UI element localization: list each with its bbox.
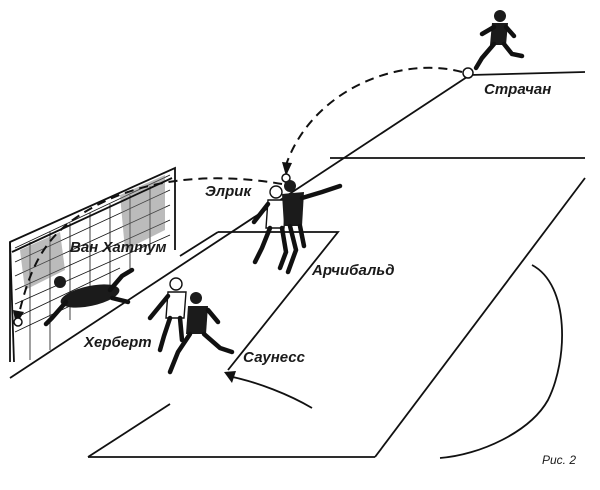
player-archibald xyxy=(282,180,343,275)
label-strachan: Страчан xyxy=(484,81,551,98)
goal-area-side xyxy=(179,231,219,257)
player-van-hattum xyxy=(43,267,135,327)
ball-corner xyxy=(462,67,474,79)
label-van-hattum: Ван Хаттум xyxy=(70,239,167,256)
player-herbert xyxy=(147,277,187,353)
penalty-area-left xyxy=(87,403,171,458)
souness-run-arrow xyxy=(227,375,313,409)
touchline xyxy=(469,71,586,76)
label-elrik: Элрик xyxy=(205,183,252,200)
pitch-lines xyxy=(9,71,586,459)
label-herbert: Херберт xyxy=(83,334,152,351)
cross-arrowhead xyxy=(282,162,292,176)
cross-trajectory xyxy=(284,66,463,169)
figure-caption: Рис. 2 xyxy=(542,453,576,467)
goal-area xyxy=(218,231,340,371)
player-strachan xyxy=(473,10,525,71)
goal-line xyxy=(9,74,471,379)
player-elrik xyxy=(251,185,289,271)
penalty-arc xyxy=(439,264,563,459)
goal-net xyxy=(14,174,171,360)
label-archibald: Арчибальд xyxy=(311,262,394,279)
ball-goal xyxy=(13,317,23,327)
player-souness xyxy=(167,292,235,375)
penalty-area-edge xyxy=(374,177,586,458)
label-souness: Саунесс xyxy=(243,349,306,366)
goal-frame xyxy=(9,166,176,362)
header-trajectory xyxy=(17,177,283,319)
souness-arrowhead xyxy=(224,371,236,383)
